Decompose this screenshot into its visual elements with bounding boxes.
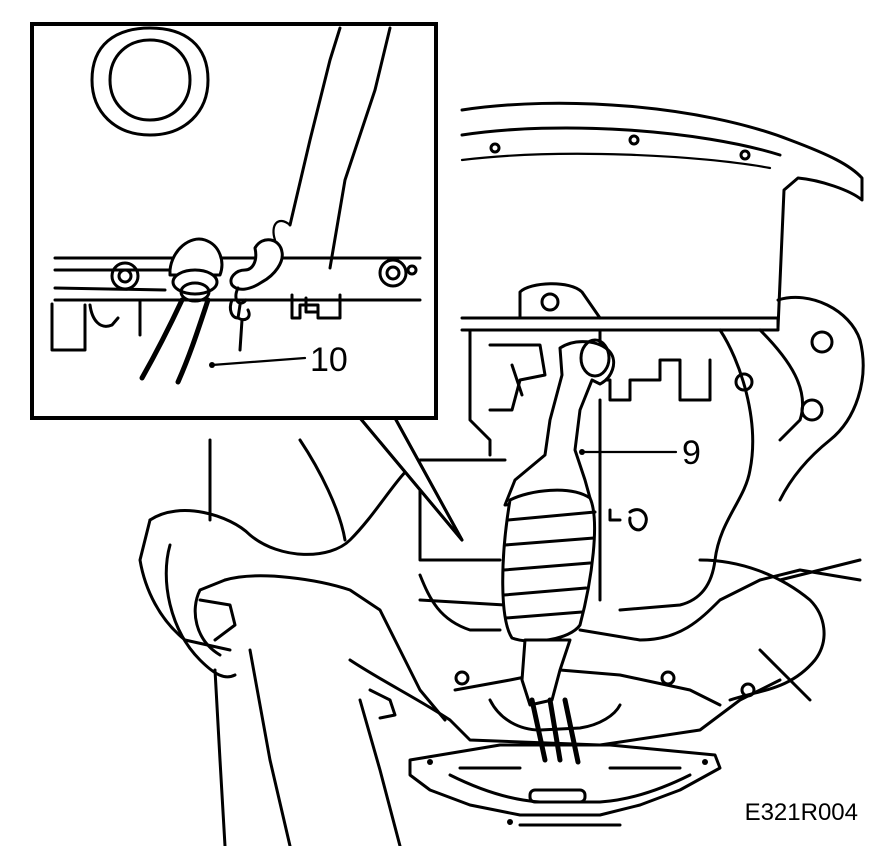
detail-view: 10 <box>50 26 422 385</box>
detail-callout: 10 <box>30 22 464 542</box>
figure-code: E321R004 <box>745 799 858 826</box>
leader-line-10 <box>210 356 307 367</box>
main-view: 9 <box>138 101 865 846</box>
label-9: 9 <box>682 434 701 472</box>
sensor-connector-icon <box>228 238 284 352</box>
label-10: 10 <box>310 341 348 379</box>
catalytic-converter-icon <box>501 488 597 643</box>
